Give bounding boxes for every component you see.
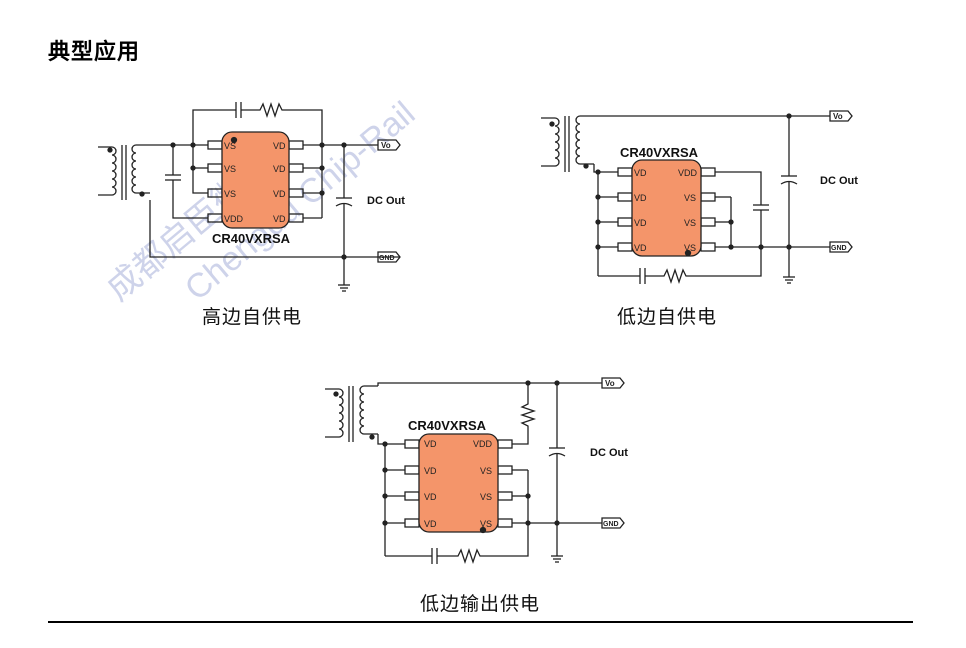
pin-label: VDD	[473, 439, 493, 449]
pin-label: VDD	[224, 214, 244, 224]
pin-label: VD	[424, 492, 437, 502]
pin-label: VS	[224, 164, 236, 174]
chip-name: CR40VXRSA	[408, 418, 487, 433]
pin-label: VD	[424, 519, 437, 529]
pin-label: VS	[684, 193, 696, 203]
pin-label: VS	[224, 189, 236, 199]
transformer-symbol	[541, 115, 594, 172]
pin-label: VS	[224, 141, 236, 151]
transformer-symbol	[98, 144, 150, 200]
dc-out-label: DC Out	[590, 447, 628, 459]
pin-label: VDD	[678, 168, 698, 178]
gnd-label: GND	[603, 521, 619, 528]
pin-label: VS	[480, 519, 492, 529]
dc-out-label: DC Out	[820, 175, 858, 187]
pin-label: VD	[424, 439, 437, 449]
chip-name: CR40VXRSA	[212, 231, 291, 246]
pin-label: VD	[634, 193, 647, 203]
chip-body	[418, 433, 499, 533]
caption-low-side: 低边自供电	[617, 306, 718, 328]
pin-label: VD	[273, 141, 286, 151]
gnd-label: GND	[379, 255, 395, 262]
pin-label: VS	[684, 218, 696, 228]
pin-label: VD	[634, 218, 647, 228]
bottom-divider	[48, 621, 913, 623]
vo-label: Vo	[381, 141, 391, 150]
pin-label: VD	[634, 168, 647, 178]
caption-high-side: 高边自供电	[202, 306, 303, 328]
chip-name: CR40VXRSA	[620, 145, 699, 160]
vo-label: Vo	[605, 379, 615, 388]
dc-out-label: DC Out	[367, 195, 405, 207]
pin-label: VS	[480, 492, 492, 502]
pin-label: VS	[684, 243, 696, 253]
chip-body	[221, 131, 290, 229]
pin-label: VD	[424, 466, 437, 476]
pin-label: VD	[273, 189, 286, 199]
chip-body	[631, 159, 702, 257]
pin-label: VD	[634, 243, 647, 253]
pin-label: VS	[480, 466, 492, 476]
gnd-label: GND	[831, 245, 847, 252]
vo-label: Vo	[833, 112, 843, 121]
transformer-symbol	[325, 385, 378, 442]
pin-label: VD	[273, 164, 286, 174]
caption-low-side-output: 低边输出供电	[420, 593, 541, 615]
section-title: 典型应用	[48, 40, 141, 65]
pin-label: VD	[273, 214, 286, 224]
